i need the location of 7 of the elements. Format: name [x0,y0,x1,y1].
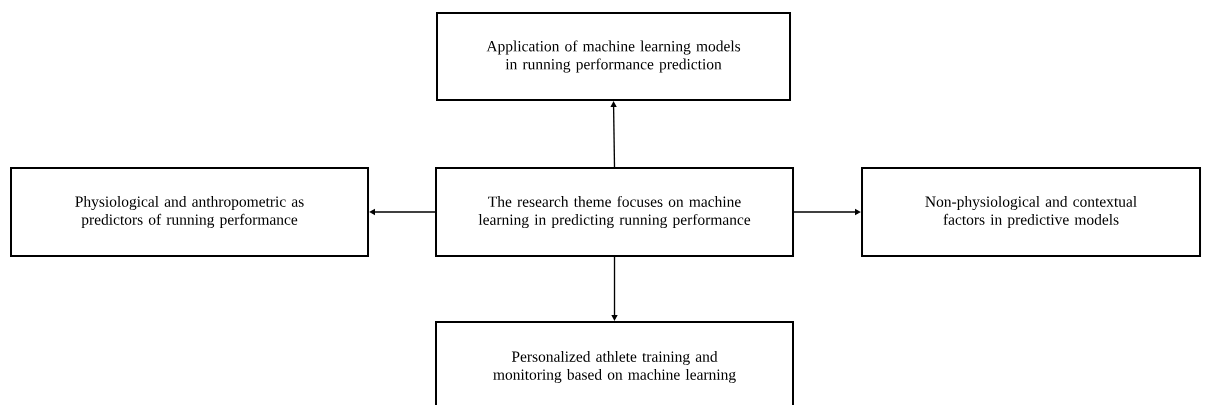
text-box: Application of machine learning models in running performance prediction [436,12,791,101]
arrow [610,101,617,168]
text-box: Physiological and anthropometric as predictors of running performance [10,167,369,257]
arrow [611,256,618,321]
text-box: Personalized athlete training and monitoring based on machine learning [435,321,794,405]
text-box: Non-physiological and contextual factors in predictive models [861,167,1201,257]
text-box: The research theme focuses on machine learning in predicting running performance [435,167,794,257]
